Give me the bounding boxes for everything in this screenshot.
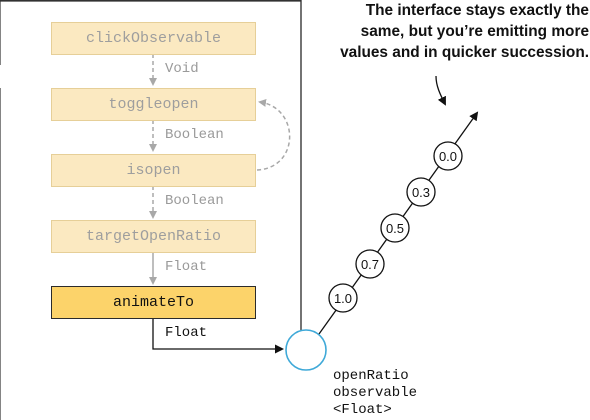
emitted-value-label: 0.7 — [361, 257, 379, 272]
emitted-value-circle — [433, 141, 463, 171]
node-animateto: animateTo — [51, 286, 256, 319]
edge-label-float-2: Float — [165, 325, 208, 341]
annotation-callout: The interface stays exactly the same, bu… — [333, 0, 589, 63]
edge-label-float-1: Float — [165, 259, 208, 275]
annotation-line: same, but you’re emitting more — [360, 23, 589, 40]
observable-label-line: openRatio — [333, 368, 409, 384]
emitted-value-bubble: 0.0 — [433, 141, 463, 171]
emitted-values-group: 1.0 0.7 0.5 0.3 0.0 — [328, 141, 463, 313]
emitted-value-bubble: 0.7 — [355, 249, 385, 279]
observable-label-line: observable — [333, 385, 418, 401]
observable-label-line: <Float> — [333, 402, 392, 418]
annotation-line: The interface stays exactly the — [365, 2, 589, 19]
openratio-observable-circle — [285, 329, 327, 371]
emitted-value-circle — [328, 283, 358, 313]
annotation-line: values and in quicker succession. — [340, 44, 589, 61]
emitted-value-circle — [355, 249, 385, 279]
emitted-value-label: 0.3 — [412, 185, 430, 200]
feedback-arrow — [256, 98, 291, 171]
emitted-value-label: 0.5 — [386, 221, 404, 236]
emitted-value-label: 1.0 — [334, 291, 352, 306]
emitted-value-bubble: 0.5 — [380, 213, 410, 243]
observable-label: openRatio observable <Float> — [333, 368, 417, 419]
emitted-value-label: 0.0 — [439, 149, 457, 164]
node-clickobservable: clickObservable — [51, 22, 256, 55]
node-isopen: isopen — [51, 154, 256, 187]
annotation-pointer-arrow — [435, 75, 446, 106]
emitted-value-bubble: 0.3 — [406, 177, 436, 207]
emitted-value-circle — [380, 213, 410, 243]
edge-label-boolean-2: Boolean — [165, 193, 224, 209]
edge-animate-to-observable — [152, 318, 284, 354]
edge-label-boolean-1: Boolean — [165, 127, 224, 143]
emitted-value-circle — [406, 177, 436, 207]
emitted-value-bubble: 1.0 — [328, 283, 358, 313]
node-targetopenratio: targetOpenRatio — [51, 220, 256, 253]
edge-label-void: Void — [165, 61, 199, 77]
node-toggleopen: toggleopen — [51, 88, 256, 121]
